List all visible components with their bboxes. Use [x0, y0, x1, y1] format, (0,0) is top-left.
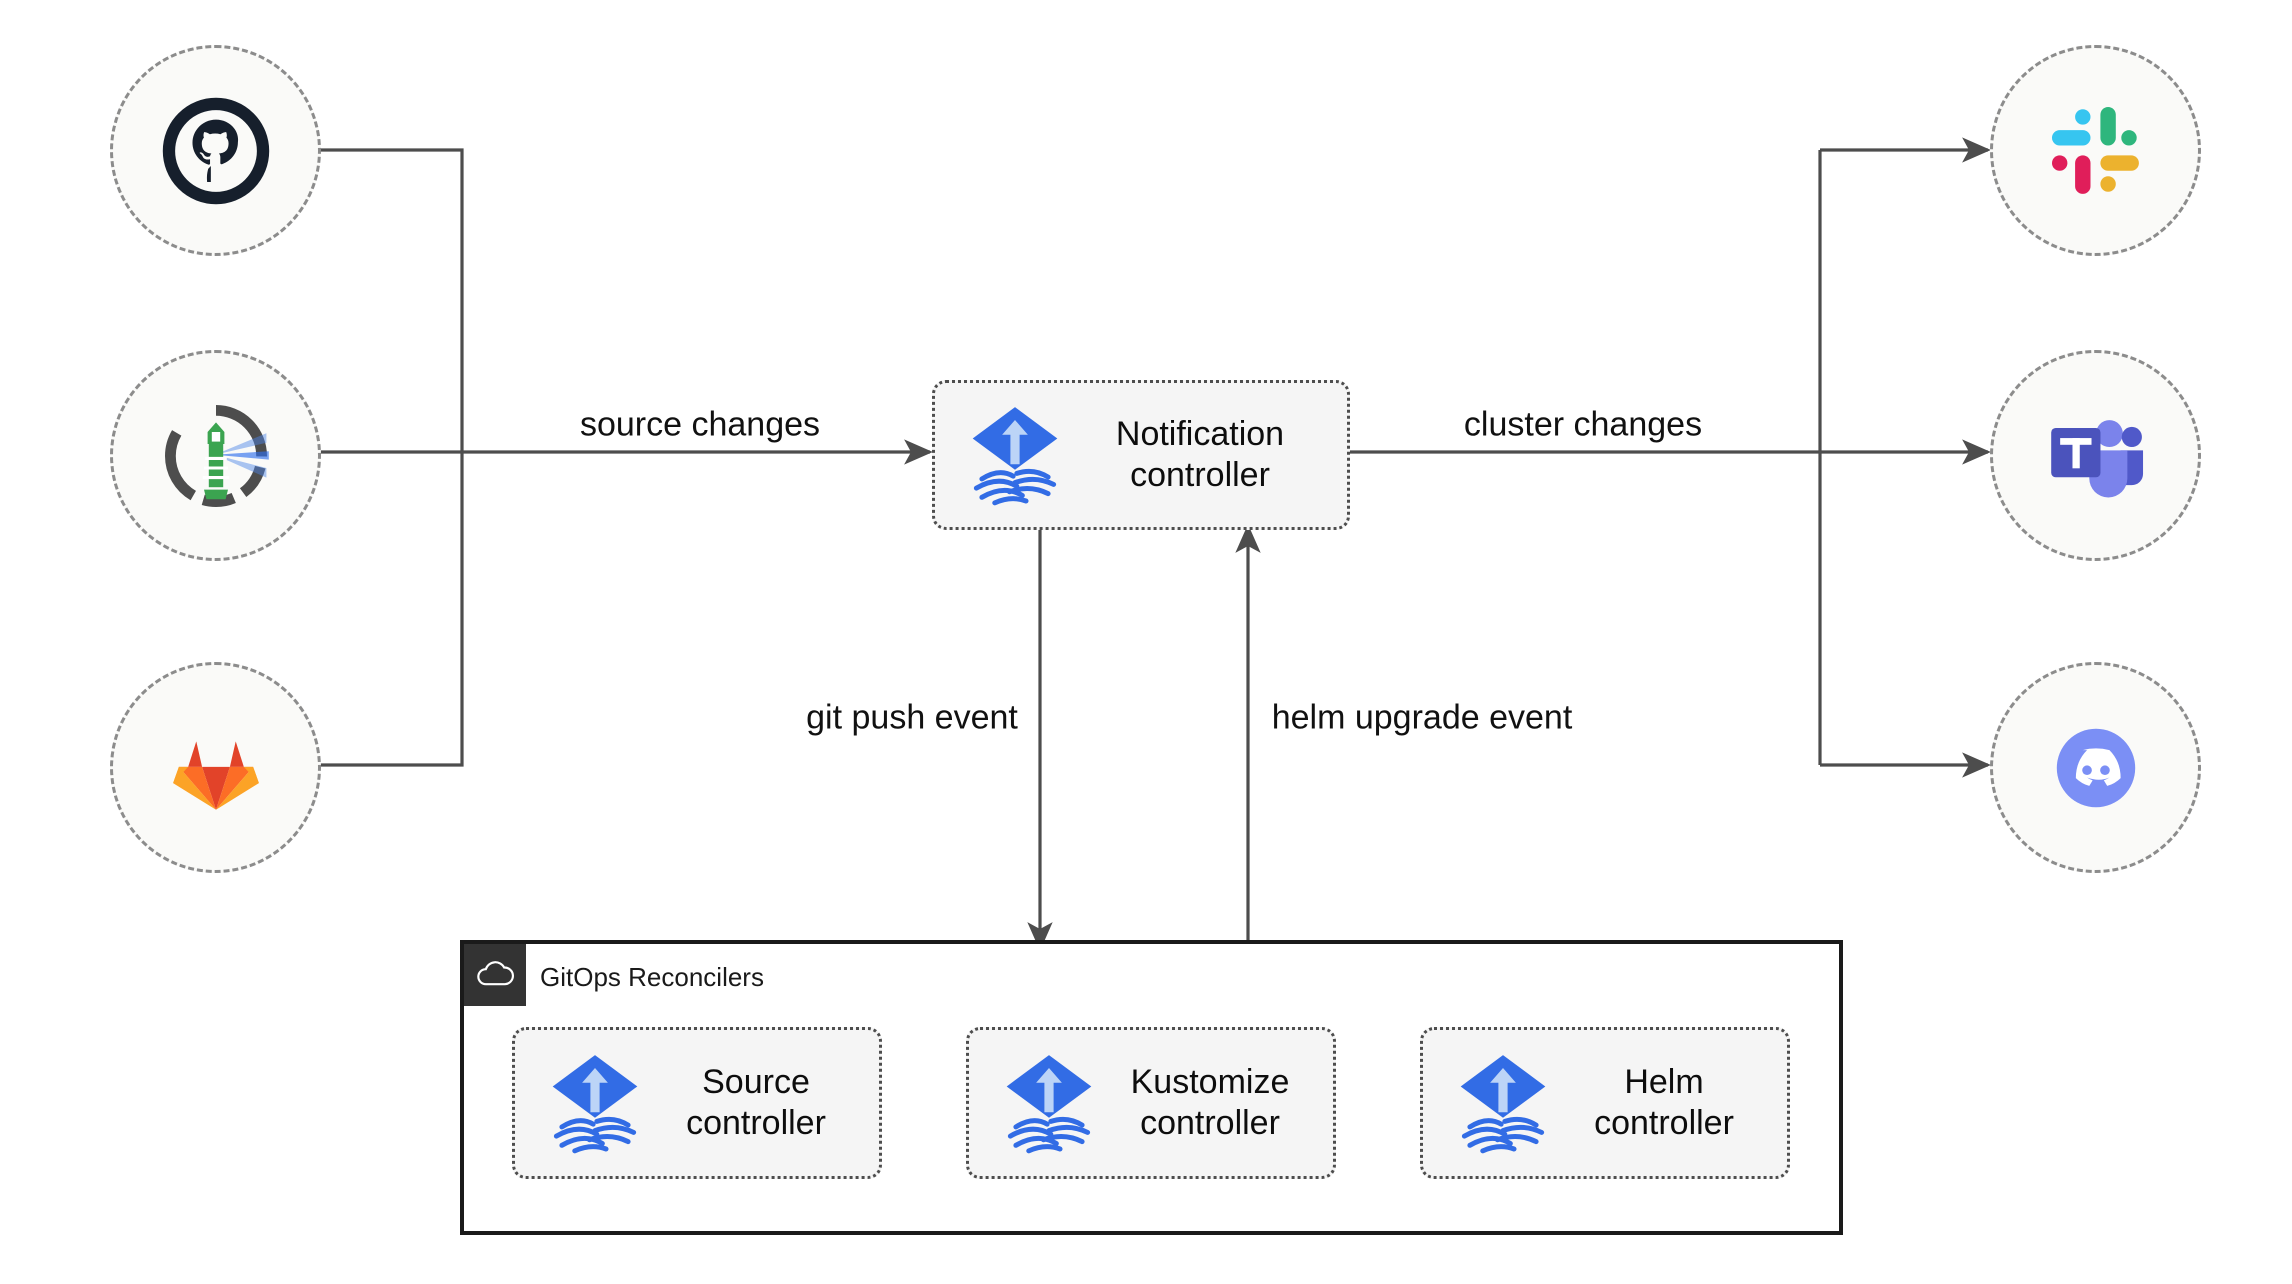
controller-node-source[interactable]: Source controller — [512, 1027, 882, 1179]
edge-label-git-push-event: git push event — [798, 696, 1026, 740]
edge-label-source-changes: source changes — [571, 403, 829, 447]
slack-icon — [2051, 106, 2139, 194]
controller-label-helm: Helm controller — [1594, 1062, 1734, 1142]
lighthouse-icon — [164, 404, 269, 507]
github-icon — [162, 97, 269, 204]
edge-label-cluster-changes: cluster changes — [1455, 403, 1711, 447]
flux-icon — [1003, 1051, 1095, 1155]
destination-node-discord[interactable] — [1990, 662, 2201, 873]
controller-node-kustomize[interactable]: Kustomize controller — [966, 1027, 1336, 1179]
source-node-gitlab[interactable] — [110, 662, 321, 873]
flux-icon — [1457, 1051, 1549, 1155]
flux-icon — [969, 403, 1061, 507]
discord-icon — [2056, 728, 2135, 807]
notification-controller-node[interactable]: Notification controller — [932, 380, 1350, 530]
source-node-lighthouse[interactable] — [110, 350, 321, 561]
notification-controller-label: Notification controller — [1115, 414, 1285, 494]
container-title: GitOps Reconcilers — [540, 962, 764, 992]
controller-node-helm[interactable]: Helm controller — [1420, 1027, 1790, 1179]
edge-github-to-trunk — [318, 148, 464, 452]
edge-label-helm-upgrade-event: helm upgrade event — [1263, 696, 1581, 740]
cloud-icon — [477, 961, 514, 986]
teams-icon — [2050, 419, 2143, 497]
destination-node-teams[interactable] — [1990, 350, 2201, 561]
container-icon-tab — [464, 944, 526, 1006]
flux-icon — [549, 1051, 641, 1155]
controller-label-source: Source controller — [686, 1062, 826, 1142]
gitlab-icon — [172, 740, 259, 810]
destination-node-slack[interactable] — [1990, 45, 2201, 256]
edge-gitlab-to-trunk — [318, 452, 464, 767]
source-node-github[interactable] — [110, 45, 321, 256]
controller-label-kustomize: Kustomize controller — [1130, 1062, 1290, 1142]
